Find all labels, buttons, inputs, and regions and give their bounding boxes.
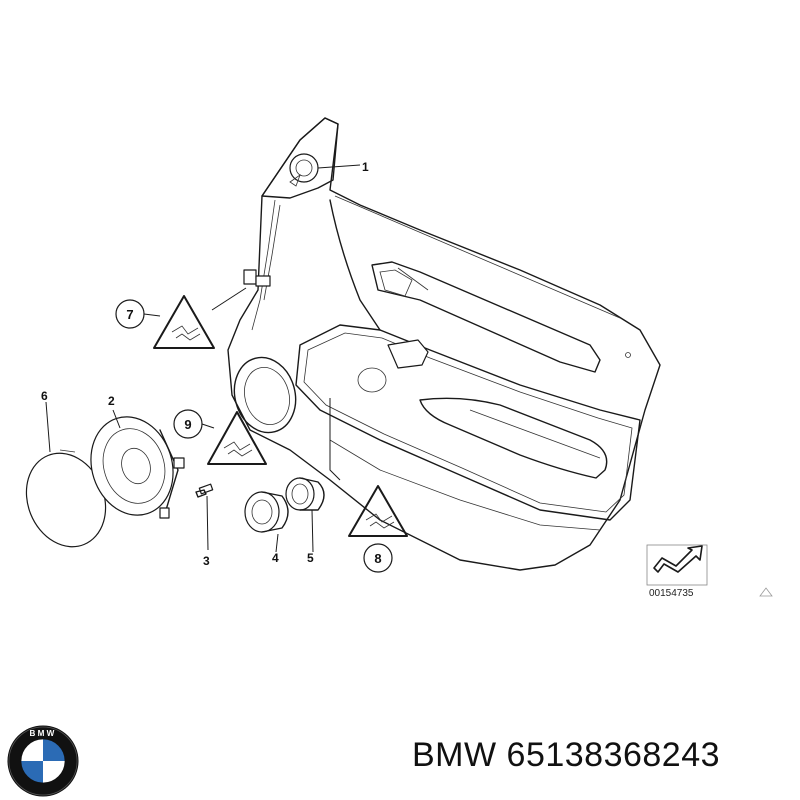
bulb-socket <box>285 477 325 511</box>
warning-triangle-7 <box>153 295 215 349</box>
callout-4-label: 4 <box>272 551 279 565</box>
door-trim-panel <box>227 117 661 571</box>
speaker <box>90 416 185 519</box>
direction-arrow-box <box>646 544 708 586</box>
callout-1-label: 1 <box>362 160 369 174</box>
callout-9-label: 9 <box>184 417 191 432</box>
callout-5-label: 5 <box>307 551 314 565</box>
reference-number: 00154735 <box>649 588 694 599</box>
callout-6-label: 6 <box>41 389 48 403</box>
leader-lines <box>45 164 361 553</box>
bmw-logo: BMW <box>7 725 79 797</box>
callout-2-label: 2 <box>108 394 115 408</box>
warning-triangle-8 <box>348 485 408 537</box>
part-caption: BMW 65138368243 <box>412 736 721 774</box>
socket <box>244 491 289 533</box>
connector <box>243 269 257 285</box>
callout-8-label: 8 <box>374 551 381 566</box>
screw <box>195 483 214 498</box>
parts-diagram: 7 9 8 1 2 3 4 5 6 00154735 <box>25 117 773 599</box>
callout-7-label: 7 <box>126 307 133 322</box>
bmw-logo-text: BMW <box>30 729 57 738</box>
tweeter <box>289 153 319 183</box>
warning-triangle-9 <box>207 411 267 465</box>
circle-callout-8 <box>363 543 393 573</box>
speaker-cover <box>25 449 109 548</box>
callout-3-label: 3 <box>203 554 210 568</box>
